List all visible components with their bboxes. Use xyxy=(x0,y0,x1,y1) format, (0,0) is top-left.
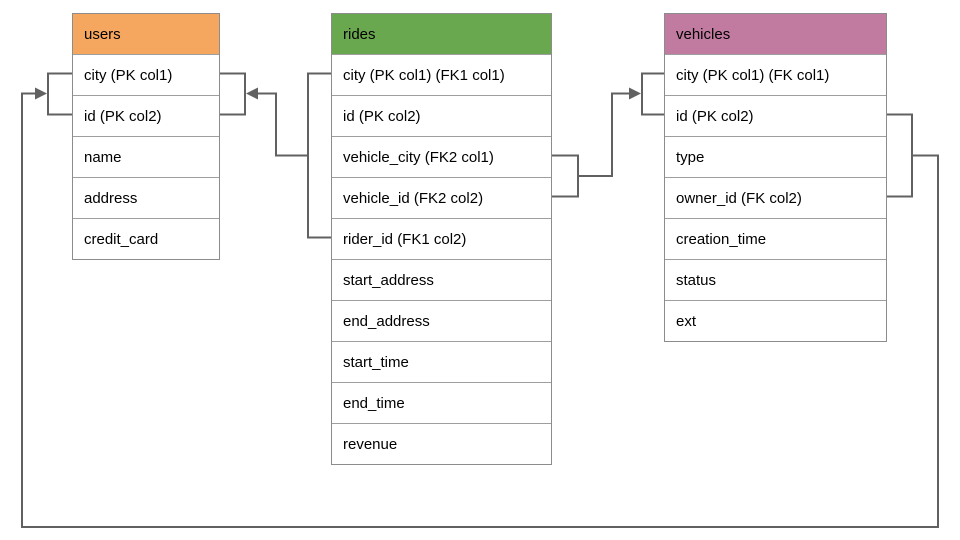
table-row: end_address xyxy=(332,300,551,341)
table-row: vehicle_city (FK2 col1) xyxy=(332,136,551,177)
rides-left-fk1-bracket xyxy=(307,72,331,239)
table-row: vehicle_id (FK2 col2) xyxy=(332,177,551,218)
arrowhead-rides-to-users-icon xyxy=(246,87,258,100)
table-rides-header: rides xyxy=(332,14,551,54)
users-left-pk-bracket xyxy=(47,72,72,116)
table-row: credit_card xyxy=(73,218,219,259)
table-row: revenue xyxy=(332,423,551,464)
vehicles-left-pk-bracket xyxy=(641,72,664,116)
table-row: ext xyxy=(665,300,886,341)
table-row: start_address xyxy=(332,259,551,300)
table-row: owner_id (FK col2) xyxy=(665,177,886,218)
table-row: type xyxy=(665,136,886,177)
table-row: id (PK col2) xyxy=(73,95,219,136)
table-row: city (PK col1) xyxy=(73,54,219,95)
rides-right-fk2-bracket xyxy=(552,154,579,198)
arrowhead-rides-to-vehicles-icon xyxy=(629,87,641,100)
connector-vehicles-to-users xyxy=(21,92,939,528)
table-row: id (PK col2) xyxy=(665,95,886,136)
arrowhead-vehicles-to-users-icon xyxy=(35,87,47,100)
users-right-pk-bracket xyxy=(220,72,246,116)
connector-rides-to-vehicles xyxy=(578,92,630,177)
table-row: creation_time xyxy=(665,218,886,259)
table-row: city (PK col1) (FK1 col1) xyxy=(332,54,551,95)
vehicles-right-fk-bracket xyxy=(887,113,913,198)
connector-rides-to-users xyxy=(257,92,308,157)
table-row: name xyxy=(73,136,219,177)
table-row: id (PK col2) xyxy=(332,95,551,136)
table-users-header: users xyxy=(73,14,219,54)
table-row: city (PK col1) (FK col1) xyxy=(665,54,886,95)
table-row: start_time xyxy=(332,341,551,382)
table-vehicles-header: vehicles xyxy=(665,14,886,54)
table-row: rider_id (FK1 col2) xyxy=(332,218,551,259)
table-row: address xyxy=(73,177,219,218)
table-row: status xyxy=(665,259,886,300)
table-row: end_time xyxy=(332,382,551,423)
